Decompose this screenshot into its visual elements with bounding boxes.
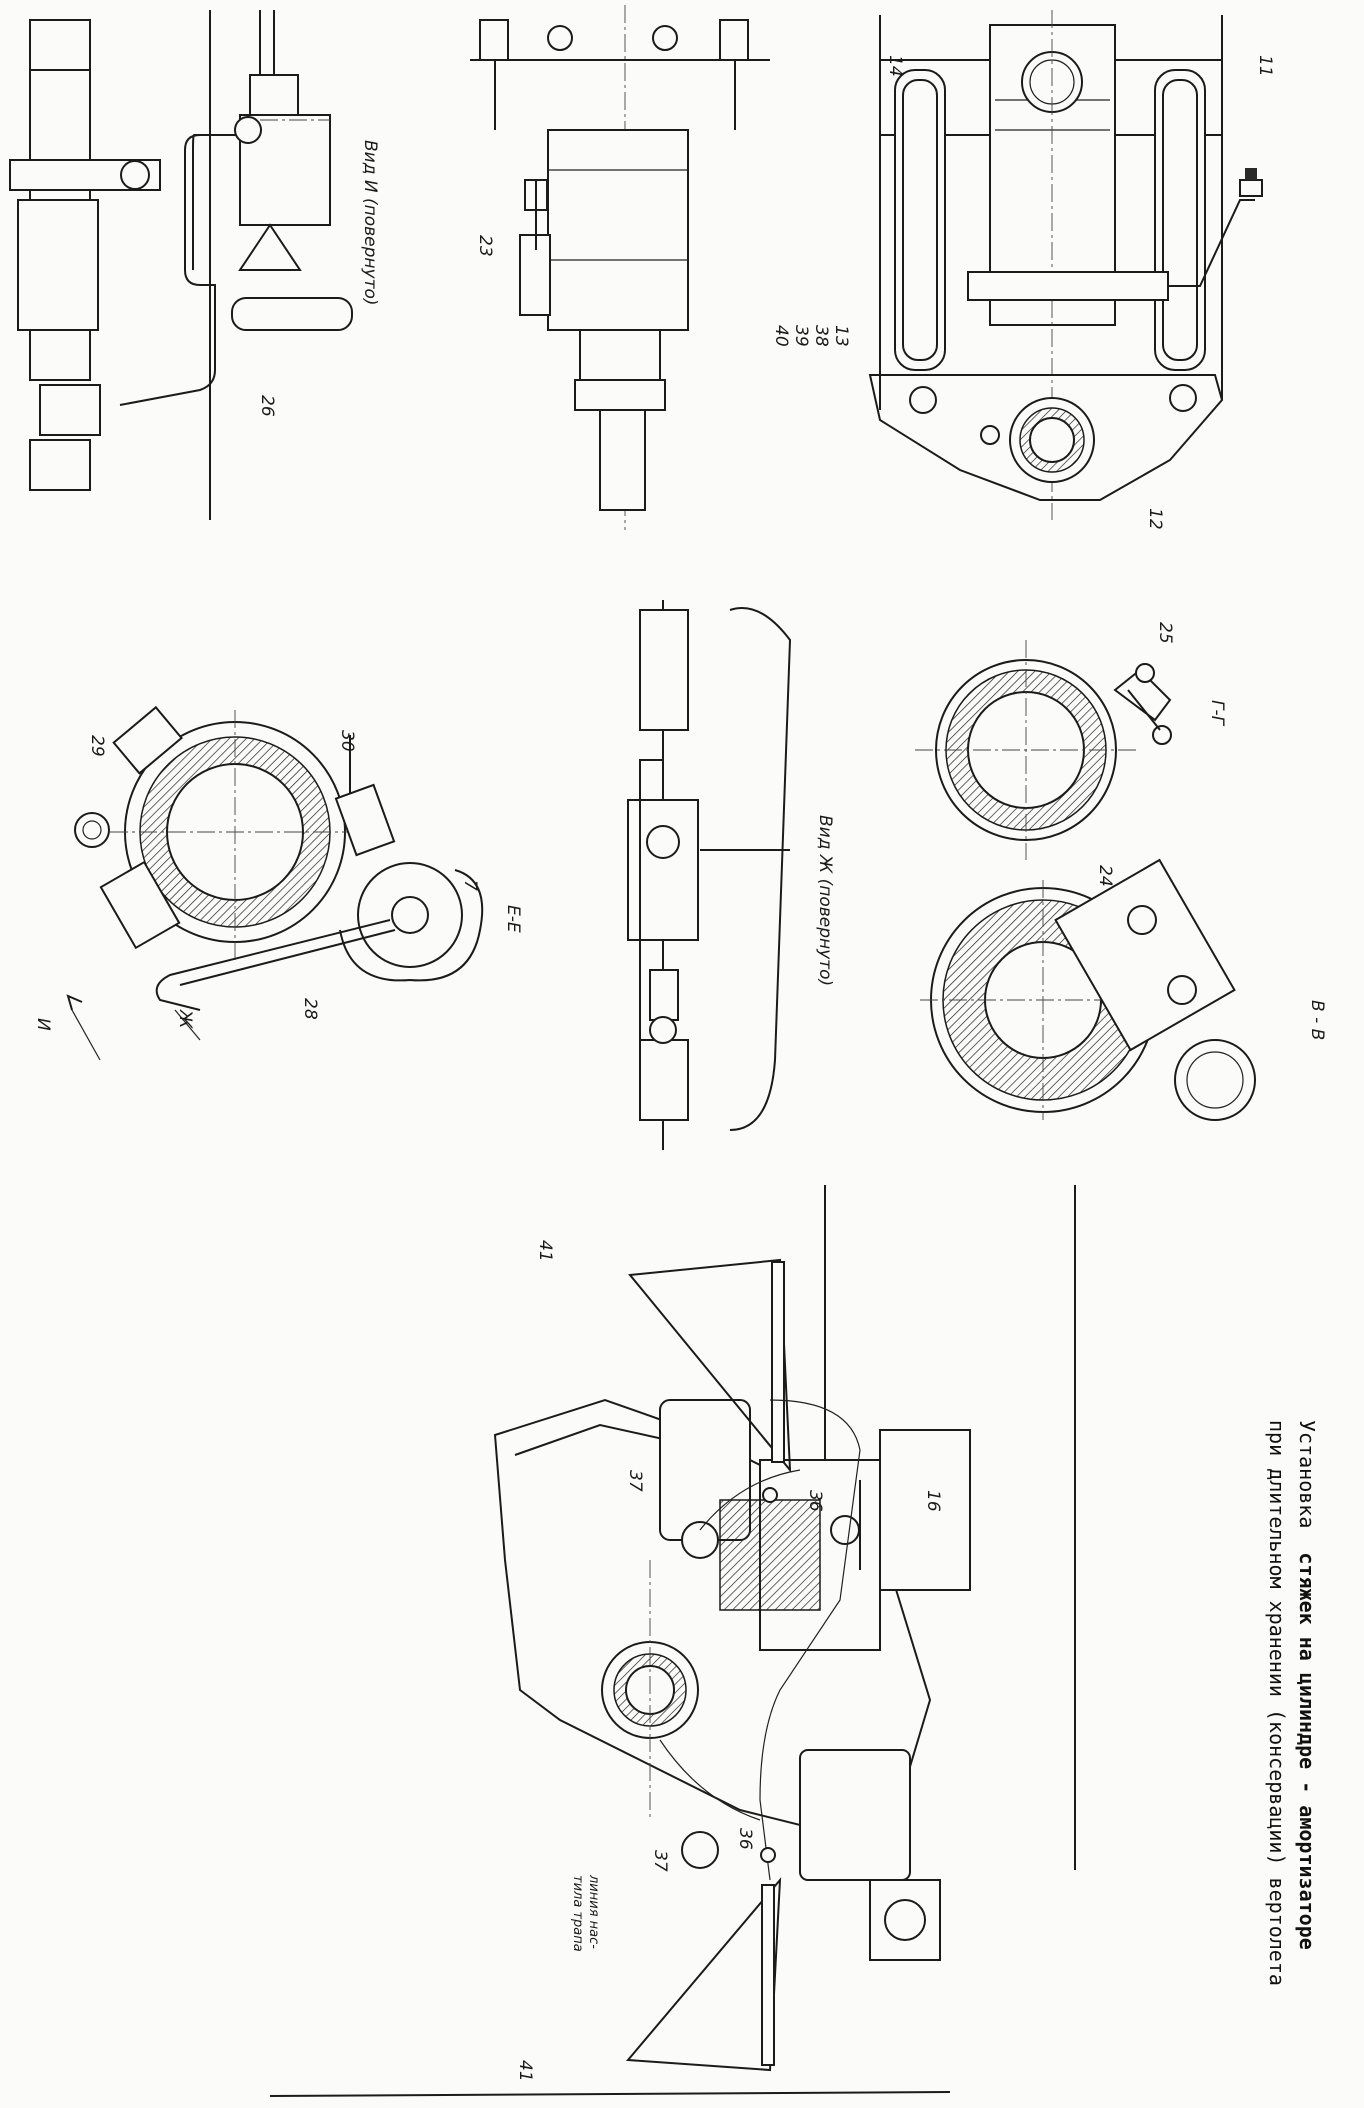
- view-label-i: Вид И (повернуто): [360, 140, 380, 306]
- main-assembly-view: [269, 1185, 1076, 2097]
- section-g-g: [915, 640, 1172, 860]
- callout-14: 14: [885, 55, 905, 77]
- callout-25: 25: [1155, 622, 1175, 644]
- callout-12: 12: [1145, 508, 1165, 530]
- arrow-labels: И Ж: [33, 1009, 195, 1031]
- view-label-zh: Вид Ж (повернуто): [815, 815, 835, 986]
- callout-28: 28: [300, 998, 320, 1020]
- view-labels: В - В Г-Г Е-Е Вид Ж (повернуто) Вид И (п…: [360, 140, 1327, 1040]
- title-prefix: Установка: [1295, 1420, 1319, 1528]
- arrow-label-zh: Ж: [175, 1009, 195, 1029]
- note-line1: линия нас-: [586, 1874, 601, 1949]
- view-zh: [627, 600, 792, 1150]
- view-i: [9, 10, 353, 520]
- view-label-vv: В - В: [1307, 1000, 1327, 1040]
- callout-23: 23: [475, 235, 495, 257]
- section-e-e: [66, 705, 484, 1061]
- callout-39: 39: [791, 325, 811, 347]
- callout-11: 11: [1255, 55, 1275, 77]
- callout-13: 13: [831, 325, 851, 347]
- callout-24: 24: [1095, 865, 1115, 887]
- view-label-ee: Е-Е: [503, 905, 523, 933]
- title-line2: при длительном хранении (консервации) ве…: [1265, 1420, 1289, 1986]
- title-block: Установка стяжек на цилиндре - амортизат…: [1265, 1420, 1319, 1986]
- rod-assembly-view: [470, 5, 770, 530]
- callout-36-bottom: 36: [735, 1828, 755, 1850]
- callout-37-top: 37: [625, 1470, 645, 1492]
- title-main: стяжек на цилиндре - амортизаторе: [1295, 1552, 1319, 1949]
- callout-41-top: 41: [535, 1240, 555, 1262]
- svg-text:Установка стяжек на ци: Установка стяжек на цилиндре - амортизат…: [1295, 1420, 1319, 1950]
- callout-26: 26: [257, 395, 277, 417]
- callout-7: 7: [460, 880, 480, 891]
- note-label: линия нас- тила трапа: [570, 1874, 601, 1952]
- callout-36-top: 36: [805, 1490, 825, 1512]
- callout-38: 38: [811, 325, 831, 347]
- callout-29: 29: [87, 735, 107, 757]
- callout-37-bottom: 37: [650, 1850, 670, 1872]
- callout-30: 30: [337, 730, 357, 752]
- callout-41-bottom: 41: [515, 2060, 535, 2082]
- callout-16: 16: [923, 1490, 943, 1512]
- callout-40: 40: [771, 325, 791, 347]
- view-label-gg: Г-Г: [1207, 700, 1227, 727]
- section-v-v: [920, 858, 1256, 1121]
- note-line2: тила трапа: [570, 1875, 585, 1952]
- callouts: 14 11 13 38 39 40 12 23 26 25 24 29 30 7…: [87, 55, 1275, 2082]
- arrow-label-i: И: [33, 1018, 53, 1031]
- strut-top-view: [868, 10, 1263, 520]
